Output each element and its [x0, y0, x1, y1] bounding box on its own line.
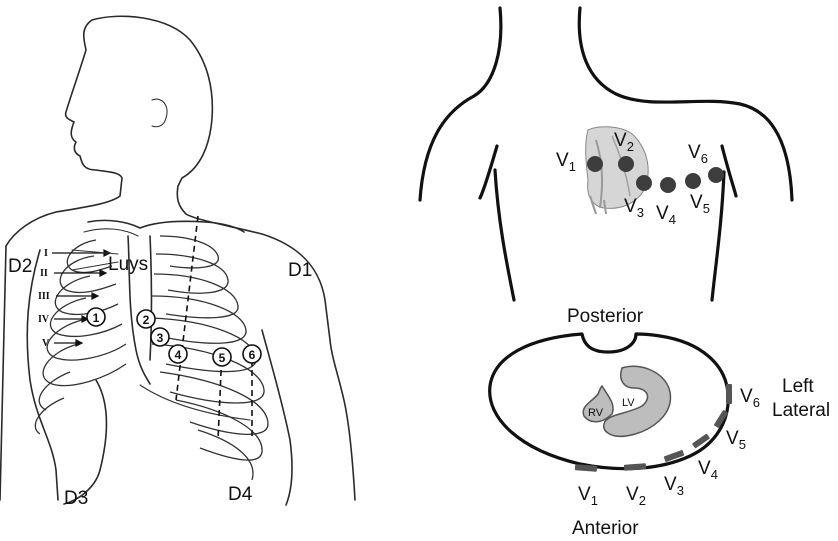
label-d4: D4: [228, 484, 253, 505]
v5-dot: [685, 173, 701, 189]
ear: [152, 99, 167, 127]
intercostal-label-1: I: [44, 248, 48, 259]
lateral-label: Lateral: [772, 400, 830, 421]
lower-v2-label: V2: [626, 484, 646, 508]
label-d2: D2: [8, 256, 32, 277]
intercostal-label-3: III: [38, 291, 50, 302]
upper-v3-label: V3: [624, 196, 644, 220]
torso-side-left: [495, 170, 514, 300]
upper-v5-label: V5: [690, 192, 710, 216]
left-torso-figure: I II III IV V 1 2 3 4: [0, 16, 355, 509]
transverse-section-figure: Posterior RV LV V1 V2 V3 V4 V5 V6: [490, 306, 830, 539]
precordial-electrodes-left: 1 2 3 4 5 6: [87, 308, 261, 366]
left-ventricle-shape: [604, 366, 671, 436]
intercostal-label-4: IV: [38, 314, 50, 325]
electrode-4-label: 4: [175, 348, 182, 362]
lower-v6-label: V6: [740, 386, 760, 410]
electrode-3-label: 3: [157, 331, 164, 345]
clavicle-upper: [84, 229, 138, 236]
intercostal-labels: I II III IV V: [38, 248, 118, 349]
rv-label: RV: [588, 407, 604, 419]
intercostal-label-5: V: [42, 338, 50, 349]
lower-v5-label: V5: [726, 428, 746, 452]
torso-outline-left: [27, 250, 58, 500]
torso-side-right: [712, 172, 724, 300]
lv-label: LV: [622, 397, 635, 409]
upper-v6-label: V6: [688, 142, 708, 166]
posterior-label: Posterior: [567, 306, 644, 327]
abdomen-line: [64, 380, 106, 504]
v6-dot: [708, 167, 724, 183]
v2-marker: [624, 463, 646, 471]
clavicle: [88, 220, 244, 232]
upper-v4-label: V4: [656, 203, 676, 227]
lower-v4-label: V4: [698, 458, 718, 482]
intercostal-label-2: II: [40, 268, 48, 279]
electrode-2-label: 2: [143, 313, 150, 327]
left-label: Left: [782, 376, 814, 397]
lower-v1-label: V1: [578, 484, 598, 508]
label-d1: D1: [288, 260, 312, 281]
ventricles-illustration: RV LV: [583, 366, 670, 436]
midclavicular-line: [176, 216, 198, 400]
electrode-5-label: 5: [219, 351, 226, 365]
upper-v1-label: V1: [556, 150, 576, 174]
upper-right-torso-figure: V1 V2 V3 V4 V5 V6: [420, 8, 792, 300]
head-outline: [6, 16, 355, 500]
v4-dot: [660, 177, 676, 193]
label-d3: D3: [64, 488, 88, 509]
v2-dot: [618, 156, 634, 172]
v6-marker: [726, 384, 732, 404]
arm-outline-left: [0, 246, 6, 500]
v1-dot: [587, 156, 603, 172]
anterior-label: Anterior: [572, 518, 639, 539]
v3-dot: [636, 175, 652, 191]
electrode-6-label: 6: [249, 348, 256, 362]
lower-v3-label: V3: [664, 474, 684, 498]
label-luys: Luys: [108, 254, 148, 275]
electrode-1-label: 1: [93, 311, 100, 325]
